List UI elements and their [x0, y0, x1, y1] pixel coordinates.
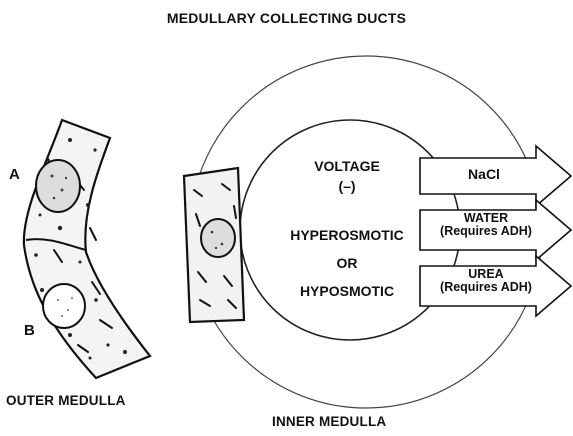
cell-label-b: B: [24, 322, 35, 339]
outer-medulla-cells: [24, 120, 150, 378]
urea-arrow-label: UREA (Requires ADH): [420, 268, 552, 294]
inner-medulla-cell: [184, 168, 244, 322]
nucleus-b: [43, 284, 85, 328]
nucleus-a: [36, 160, 80, 212]
water-requirement: (Requires ADH): [420, 225, 552, 238]
urea-requirement: (Requires ADH): [420, 281, 552, 294]
nacl-arrow-label: NaCl: [422, 168, 546, 181]
voltage-label: VOLTAGE: [292, 158, 402, 174]
diagram-title: MEDULLARY COLLECTING DUCTS: [0, 10, 573, 26]
outer-medulla-label: OUTER MEDULLA: [6, 393, 126, 408]
hyperosmotic-label: HYPEROSMOTIC: [274, 227, 420, 243]
hyposmotic-label: HYPOSMOTIC: [274, 283, 420, 299]
nacl-label: NaCl: [422, 168, 546, 181]
inner-medulla-label: INNER MEDULLA: [272, 414, 386, 429]
inner-cell-nucleus: [201, 219, 235, 257]
water-arrow-label: WATER (Requires ADH): [420, 212, 552, 238]
or-label: OR: [292, 255, 402, 271]
cell-label-a: A: [9, 166, 20, 183]
voltage-sign: (–): [292, 178, 402, 194]
